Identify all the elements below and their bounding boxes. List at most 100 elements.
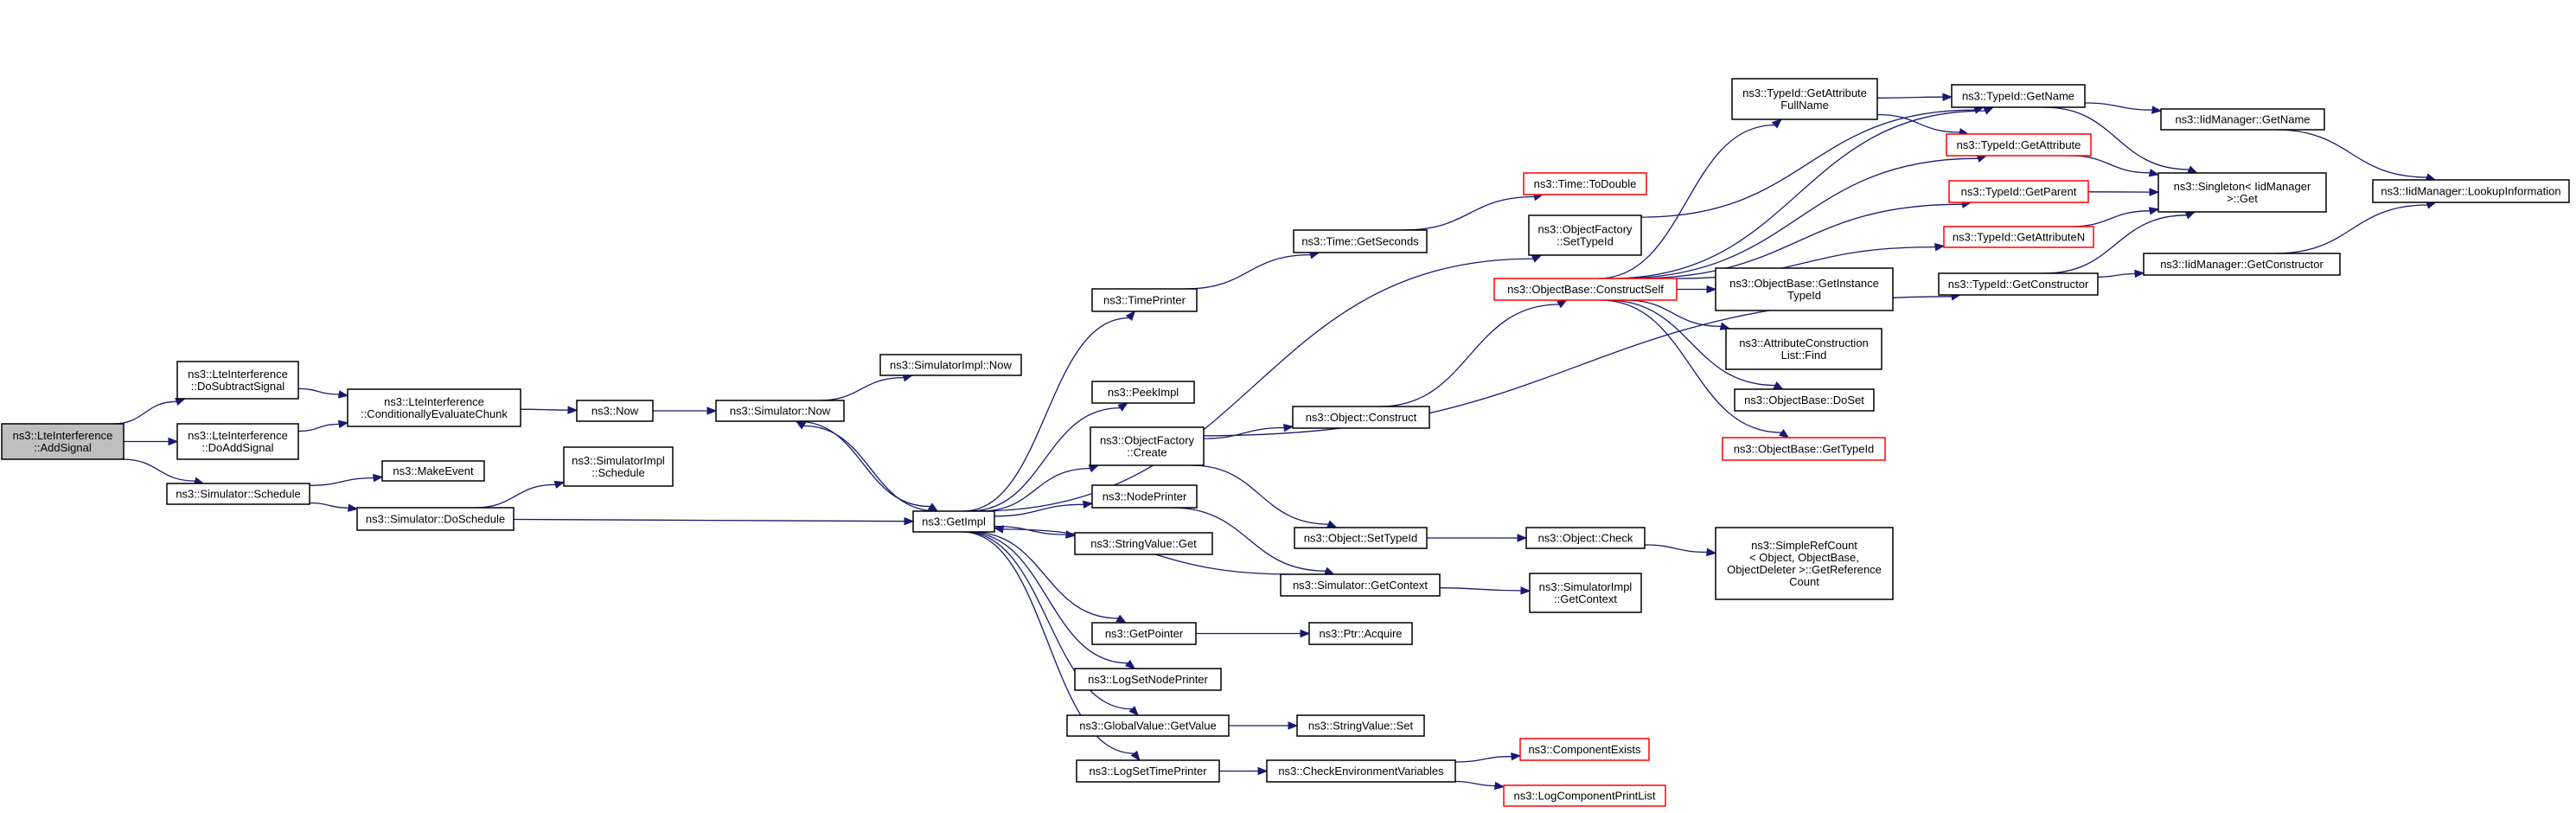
edge-globalvalue-to-stringvalueset: [1229, 721, 1299, 730]
edge-simgetcontext-to-simimplgetcontext: [1439, 586, 1531, 595]
node-typeidgetconstructor[interactable]: ns3::TypeId::GetConstructor: [1938, 272, 2099, 296]
node-doaddsignal[interactable]: ns3::LteInterference::DoAddSignal: [176, 423, 299, 460]
node-label-line: ns3::Object::Check: [1538, 532, 1633, 545]
edge-getimpl-to-logsetnode: [966, 531, 1136, 669]
edge-getimpl-to-nodeprinter: [994, 500, 1094, 517]
node-box: [1948, 180, 2089, 203]
node-box: [1074, 668, 1222, 691]
node-logcompprint[interactable]: ns3::LogComponentPrintList: [1503, 784, 1666, 807]
node-globalvalue[interactable]: ns3::GlobalValue::GetValue: [1066, 714, 1230, 737]
node-iidgetconstructor[interactable]: ns3::IidManager::GetConstructor: [2143, 253, 2341, 276]
node-nodeprinter[interactable]: ns3::NodePrinter: [1091, 484, 1198, 509]
node-typeidgetparent[interactable]: ns3::TypeId::GetParent: [1948, 180, 2089, 203]
node-logsetnode[interactable]: ns3::LogSetNodePrinter: [1074, 668, 1222, 691]
node-box: [1074, 532, 1213, 555]
node-label-line: ns3::TypeId::GetName: [1962, 90, 2074, 103]
node-label-line: ns3::Simulator::Now: [730, 405, 831, 418]
node-simgetcontext[interactable]: ns3::Simulator::GetContext: [1280, 573, 1441, 597]
node-objfactsettypeid[interactable]: ns3::ObjectFactory::SetTypeId: [1528, 214, 1642, 256]
node-makeevent[interactable]: ns3::MakeEvent: [381, 460, 485, 482]
node-ptracquire[interactable]: ns3::Ptr::Acquire: [1308, 622, 1413, 645]
node-peekimpl[interactable]: ns3::PeekImpl: [1091, 381, 1195, 404]
node-iidlookup[interactable]: ns3::IidManager::LookupInformation: [2372, 179, 2570, 203]
edge-addsignal-to-dosubtract: [112, 397, 186, 425]
edge-condeval-to-now: [520, 406, 578, 414]
node-constructself[interactable]: ns3::ObjectBase::ConstructSelf: [1493, 278, 1678, 301]
node-box: [1523, 172, 1647, 195]
node-doset[interactable]: ns3::ObjectBase::DoSet: [1734, 388, 1875, 412]
node-label-line: ns3::Simulator::Schedule: [176, 488, 301, 501]
edge-getimpl-to-objfactsettypeid: [976, 254, 1543, 512]
edge-getimpl-to-peekimpl: [968, 402, 1128, 512]
node-label-line: ::SetTypeId: [1556, 235, 1614, 248]
node-typeidgetname[interactable]: ns3::TypeId::GetName: [1951, 84, 2086, 108]
node-box: [1, 423, 125, 460]
node-label-line: ns3::ObjectFactory: [1100, 434, 1195, 447]
node-label-line: ns3::ComponentExists: [1528, 743, 1641, 756]
node-simimplschedule[interactable]: ns3::SimulatorImpl::Schedule: [563, 446, 674, 487]
node-box: [1090, 426, 1205, 466]
node-dosubtract[interactable]: ns3::LteInterference::DoSubtractSignal: [176, 361, 299, 400]
node-objconstruct[interactable]: ns3::Object::Construct: [1292, 406, 1430, 429]
node-simplerefcount[interactable]: ns3::SimpleRefCount< Object, ObjectBase,…: [1715, 527, 1894, 600]
node-simimplnow[interactable]: ns3::SimulatorImpl::Now: [879, 354, 1022, 376]
node-label-line: ::Schedule: [591, 466, 644, 479]
node-box: [1722, 437, 1886, 461]
node-box: [356, 507, 515, 531]
node-logsettime[interactable]: ns3::LogSetTimePrinter: [1076, 759, 1220, 783]
node-label-line: ns3::PeekImpl: [1108, 386, 1179, 399]
node-objbasegettypeid[interactable]: ns3::ObjectBase::GetTypeId: [1722, 437, 1886, 461]
node-singletonget[interactable]: ns3::Singleton< IidManager >::Get: [2157, 172, 2327, 213]
edge-schedule-to-makeevent: [309, 473, 384, 486]
node-todouble[interactable]: ns3::Time::ToDouble: [1523, 172, 1647, 195]
node-box: [1938, 272, 2099, 296]
node-label-line: ::Create: [1127, 446, 1167, 459]
node-label-line: ns3::LogComponentPrintList: [1513, 790, 1655, 803]
node-box: [1091, 622, 1197, 645]
node-objcheck[interactable]: ns3::Object::Check: [1525, 527, 1646, 549]
node-compexists[interactable]: ns3::ComponentExists: [1519, 738, 1650, 761]
node-label-line: ns3::IidManager::GetName: [2175, 113, 2310, 126]
edge-addsignal-to-schedule: [122, 458, 205, 485]
node-simimplgetcontext[interactable]: ns3::SimulatorImpl::GetContext: [1529, 573, 1642, 613]
node-objsettypeid[interactable]: ns3::Object::SetTypeId: [1294, 527, 1428, 549]
node-stringvalueset[interactable]: ns3::StringValue::Set: [1296, 714, 1425, 737]
node-label-line: ns3::StringValue::Get: [1090, 537, 1197, 550]
node-stringvalueget[interactable]: ns3::StringValue::Get: [1074, 532, 1213, 555]
node-typeidgetattribute[interactable]: ns3::TypeId::GetAttribute: [1946, 133, 2092, 157]
node-now[interactable]: ns3::Now: [576, 400, 654, 422]
node-box: [1715, 527, 1894, 600]
node-label-line: ns3::TypeId::GetConstructor: [1948, 278, 2089, 291]
node-addsignal[interactable]: ns3::LteInterference::AddSignal: [1, 423, 125, 460]
node-condeval[interactable]: ns3::LteInterference::ConditionallyEvalu…: [347, 388, 521, 427]
node-timeprinter[interactable]: ns3::TimePrinter: [1091, 288, 1198, 312]
edge-objconstruct-to-constructself: [1379, 299, 1568, 407]
node-label-line: ns3::Now: [591, 405, 639, 418]
node-typeidgetattrn[interactable]: ns3::TypeId::GetAttributeN: [1943, 226, 2094, 248]
node-box: [176, 361, 299, 400]
node-box: [2160, 108, 2325, 131]
edge-constructself-to-typeidgetname: [1609, 106, 1995, 279]
edge-getimpl-to-globalvalue: [963, 531, 1140, 716]
node-box: [166, 483, 310, 505]
node-simnow[interactable]: ns3::Simulator::Now: [715, 400, 845, 422]
edge-timeprinter-to-getseconds: [1186, 251, 1320, 290]
node-box: [176, 423, 299, 460]
node-label-line: ns3::LogSetNodePrinter: [1088, 673, 1208, 686]
node-getpointer[interactable]: ns3::GetPointer: [1091, 622, 1197, 645]
node-label-line: ::DoSubtractSignal: [191, 380, 285, 393]
edge-getimpl-to-objfactcreate: [980, 464, 1100, 512]
node-iidgetname[interactable]: ns3::IidManager::GetName: [2160, 108, 2325, 131]
node-checkenv[interactable]: ns3::CheckEnvironmentVariables: [1266, 759, 1456, 783]
node-schedule[interactable]: ns3::Simulator::Schedule: [166, 483, 310, 505]
node-doschedule[interactable]: ns3::Simulator::DoSchedule: [356, 507, 515, 531]
node-getimpl[interactable]: ns3::GetImpl: [912, 510, 995, 533]
node-box: [912, 510, 995, 533]
node-getseconds[interactable]: ns3::Time::GetSeconds: [1293, 229, 1428, 253]
edge-logsettime-to-checkenv: [1219, 766, 1269, 776]
node-label-line: ns3::CheckEnvironmentVariables: [1278, 765, 1444, 778]
node-objfactcreate[interactable]: ns3::ObjectFactory::Create: [1090, 426, 1205, 466]
